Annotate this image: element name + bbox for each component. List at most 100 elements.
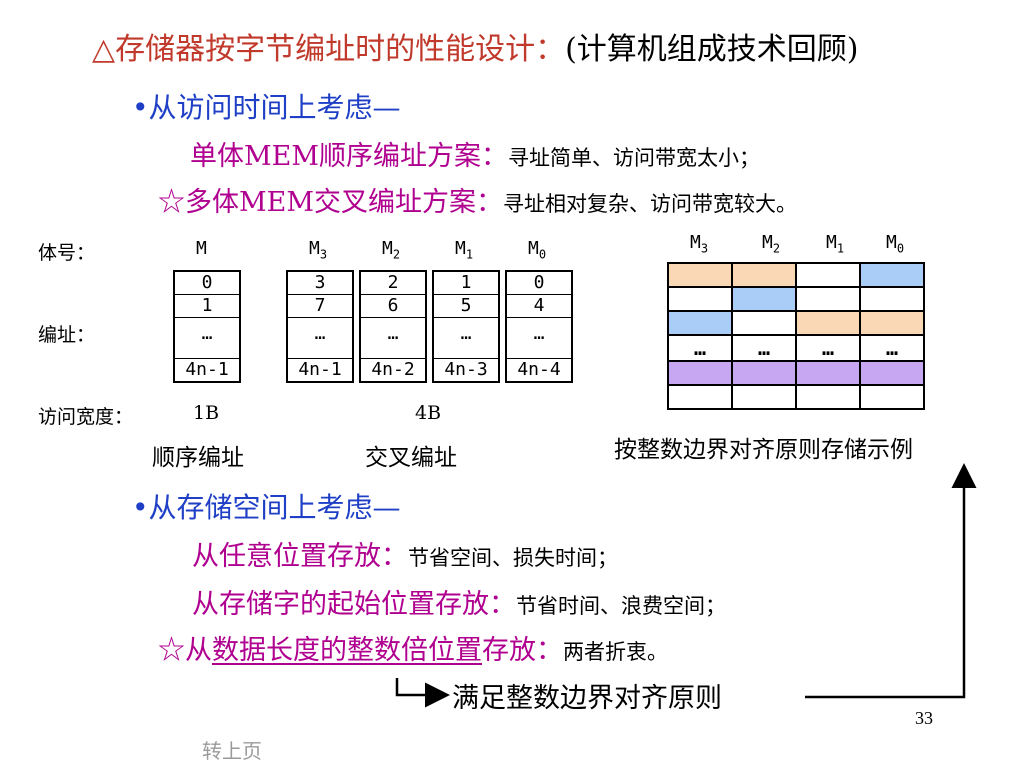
word-start-label: 从存储字的起始位置存放： bbox=[192, 589, 516, 620]
integer-multiple-prefix: ☆从 bbox=[158, 635, 212, 666]
memory-cell: 1 bbox=[434, 272, 498, 295]
grid-cell bbox=[859, 286, 925, 312]
grid-header-m3: M3 bbox=[690, 232, 709, 256]
grid-cell bbox=[859, 310, 925, 336]
interleaved-caption: 交叉编址 bbox=[365, 445, 457, 471]
bank-header-m0: M0 bbox=[528, 238, 547, 262]
bank-header-m3: M3 bbox=[309, 238, 328, 262]
grid-cell bbox=[731, 310, 797, 336]
grid-cell: … bbox=[731, 334, 797, 362]
page-number: 33 bbox=[915, 708, 933, 728]
bank-column-m3: 3 7 … 4n-1 bbox=[286, 270, 354, 383]
memory-cell: … bbox=[507, 318, 571, 359]
title-note: (计算机组成技术回顾) bbox=[565, 32, 859, 67]
grid-cell bbox=[731, 384, 797, 410]
memory-cell: 4n-4 bbox=[517, 359, 561, 380]
conclusion-text: 满足整数边界对齐原则 bbox=[452, 683, 722, 714]
grid-row bbox=[667, 286, 925, 312]
grid-header-m2: M2 bbox=[762, 232, 781, 256]
memory-cell: 4n-2 bbox=[371, 359, 415, 380]
grid-cell bbox=[795, 262, 861, 288]
word-start-desc: 节省时间、浪费空间； bbox=[516, 594, 726, 618]
back-link[interactable]: 转上页 bbox=[202, 739, 262, 763]
grid-cell bbox=[731, 360, 797, 386]
grid-cell bbox=[795, 310, 861, 336]
memory-cell: 0 bbox=[175, 272, 239, 295]
single-width-value: 1B bbox=[193, 402, 220, 424]
grid-cell bbox=[859, 360, 925, 386]
sequential-caption: 顺序编址 bbox=[152, 445, 244, 471]
single-bank-line: 单体MEM顺序编址方案：寻址简单、访问带宽太小； bbox=[190, 134, 760, 173]
bank-column-m1: 1 5 … 4n-3 bbox=[432, 270, 500, 383]
alignment-caption: 按整数边界对齐原则存储示例 bbox=[614, 437, 913, 463]
memory-cell: 4n-1 bbox=[298, 359, 342, 380]
grid-cell bbox=[667, 384, 733, 410]
memory-cell: 4n-1 bbox=[185, 359, 229, 380]
grid-row: ………… bbox=[667, 334, 925, 362]
any-position-desc: 节省空间、损失时间； bbox=[408, 546, 618, 570]
grid-cell: … bbox=[795, 334, 861, 362]
multi-bank-desc: 寻址相对复杂、访问带宽较大。 bbox=[503, 192, 798, 216]
grid-cell: … bbox=[667, 334, 733, 362]
memory-cell: 0 bbox=[507, 272, 571, 295]
heading-space: •从存储空间上考虑— bbox=[132, 491, 401, 524]
single-bank-label: 单体MEM顺序编址方案： bbox=[190, 141, 509, 172]
bank-header-m1: M1 bbox=[455, 238, 474, 262]
title-main: △存储器按字节编址时的性能设计： bbox=[92, 32, 566, 67]
single-bank-name: M bbox=[196, 238, 207, 259]
grid-cell bbox=[667, 262, 733, 288]
conclusion-arrow-icon bbox=[395, 678, 450, 708]
memory-cell: 3 bbox=[288, 272, 352, 295]
grid-cell: … bbox=[859, 334, 925, 362]
bank-column-m0: 0 4 … 4n-4 bbox=[505, 270, 573, 383]
memory-cell: 1 bbox=[175, 295, 239, 318]
access-width-label: 访问宽度： bbox=[38, 406, 134, 428]
memory-cell: … bbox=[288, 318, 352, 359]
memory-cell: 7 bbox=[288, 295, 352, 318]
grid-cell bbox=[731, 286, 797, 312]
back-reference-arrow-icon bbox=[805, 463, 977, 699]
grid-row bbox=[667, 262, 925, 288]
memory-cell: … bbox=[434, 318, 498, 359]
grid-row bbox=[667, 310, 925, 336]
memory-cell: 4n-3 bbox=[444, 359, 488, 380]
memory-cell: 4 bbox=[507, 295, 571, 318]
grid-cell bbox=[859, 262, 925, 288]
word-start-line: 从存储字的起始位置存放：节省时间、浪费空间； bbox=[192, 582, 726, 621]
bank-number-label: 体号： bbox=[38, 242, 96, 264]
multi-bank-line: ☆多体MEM交叉编址方案：寻址相对复杂、访问带宽较大。 bbox=[158, 180, 797, 219]
memory-cell: 6 bbox=[361, 295, 425, 318]
integer-multiple-suffix: 存放： bbox=[482, 635, 563, 666]
grid-cell bbox=[795, 360, 861, 386]
grid-cell bbox=[795, 286, 861, 312]
grid-row bbox=[667, 384, 925, 410]
integer-multiple-desc: 两者折衷。 bbox=[563, 640, 668, 664]
integer-multiple-line: ☆从数据长度的整数倍位置存放：两者折衷。 bbox=[158, 628, 668, 667]
alignment-grid: ………… bbox=[667, 262, 925, 410]
address-label: 编址： bbox=[38, 324, 96, 346]
memory-cell: … bbox=[361, 318, 425, 359]
memory-cell: 2 bbox=[361, 272, 425, 295]
grid-cell bbox=[859, 384, 925, 410]
bank-column-m2: 2 6 … 4n-2 bbox=[359, 270, 427, 383]
grid-cell bbox=[731, 262, 797, 288]
grid-cell bbox=[667, 286, 733, 312]
any-position-label: 从任意位置存放： bbox=[192, 541, 408, 572]
heading-time: •从访问时间上考虑— bbox=[132, 91, 401, 124]
grid-cell bbox=[667, 310, 733, 336]
any-position-line: 从任意位置存放：节省空间、损失时间； bbox=[192, 534, 618, 573]
grid-header-m0: M0 bbox=[886, 232, 905, 256]
memory-cell: … bbox=[175, 318, 239, 359]
single-bank-desc: 寻址简单、访问带宽太小； bbox=[508, 146, 761, 170]
multi-bank-label: ☆多体MEM交叉编址方案： bbox=[158, 187, 504, 218]
grid-header-m1: M1 bbox=[826, 232, 845, 256]
memory-cell: 5 bbox=[434, 295, 498, 318]
grid-cell bbox=[667, 360, 733, 386]
integer-multiple-underlined: 数据长度的整数倍位置 bbox=[212, 635, 482, 666]
page-title: △存储器按字节编址时的性能设计：(计算机组成技术回顾) bbox=[92, 24, 859, 68]
bank-header-m2: M2 bbox=[382, 238, 401, 262]
grid-row bbox=[667, 360, 925, 386]
single-bank-column: 0 1 … 4n-1 bbox=[173, 270, 241, 383]
interleaved-width-value: 4B bbox=[415, 402, 442, 424]
